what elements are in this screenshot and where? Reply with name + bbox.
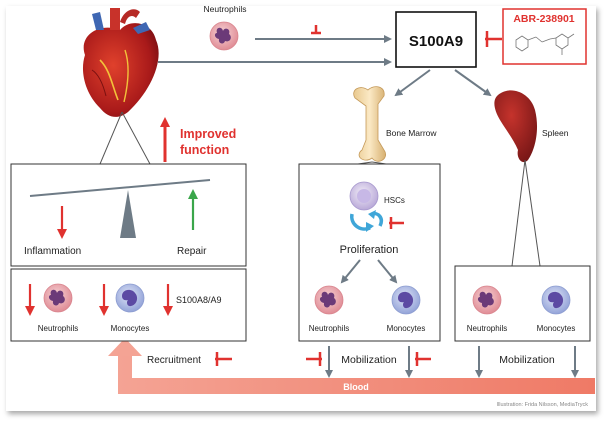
abr-238901-label: ABR-238901 [513, 13, 574, 25]
bm-monocytes-label: Monocytes [387, 324, 426, 333]
heart-cells-panel: S100A8/A9 Neutrophils Monocytes [10, 268, 247, 342]
recruitment-label: Recruitment [147, 355, 201, 366]
hsc-nucleus [357, 189, 371, 203]
bm-monocyte-cell [391, 285, 421, 315]
heart-neutrophil-cell [43, 283, 73, 313]
bm-mobilization-inhibit-left [306, 352, 322, 366]
proliferation-inhibit-mark [389, 217, 404, 229]
abr-238901-box: ABR-238901 [502, 8, 587, 65]
prolif-to-neutrophils-arrow [340, 259, 361, 284]
heart-monocyte-cell [115, 283, 145, 313]
spleen-icon [494, 90, 538, 163]
proliferation-label: Proliferation [340, 244, 399, 256]
prolif-to-monocytes-arrow [377, 259, 398, 284]
heart-neutrophils-label: Neutrophils [38, 324, 78, 333]
s100a8a9-label: S100A8/A9 [176, 295, 222, 305]
s100a9-to-spleen-arrow [454, 69, 492, 97]
repair-label: Repair [177, 246, 207, 257]
function-label: function [180, 143, 229, 157]
bm-mobilization-inhibit-right [415, 352, 431, 366]
neutrophils-inhibit-mark [311, 25, 321, 35]
inhibitor-mark [485, 31, 502, 47]
spleen-neutrophils-label: Neutrophils [467, 324, 507, 333]
bone-icon [353, 86, 386, 162]
spleen-panel: Neutrophils Monocytes [454, 265, 591, 342]
s100a9-box: S100A9 [395, 11, 477, 68]
s100a9-to-bone-arrow [394, 69, 431, 97]
blood-label: Blood [343, 382, 369, 392]
spleen-label: Spleen [542, 128, 569, 138]
spleen-neutrophil-cell [472, 285, 502, 315]
bm-mobilization-label: Mobilization [341, 354, 397, 366]
heart-monocytes-label: Monocytes [111, 324, 150, 333]
bm-neutrophils-label: Neutrophils [309, 324, 349, 333]
improved-label: Improved [180, 127, 236, 141]
spleen-monocyte-cell [541, 285, 571, 315]
top-neutrophil-cell [209, 21, 239, 51]
inflammation-label: Inflammation [24, 246, 81, 257]
spleen-mobilization-label: Mobilization [499, 354, 555, 366]
top-neutrophils-label: Neutrophils [204, 4, 247, 14]
recruitment-inhibit-mark [215, 352, 232, 366]
balance-fulcrum [120, 190, 136, 238]
spleen-monocytes-label: Monocytes [537, 324, 576, 333]
illustration-credit: Illustration: Frida Nilsson, MediaTryck [497, 402, 589, 408]
blood-band: Blood [108, 338, 595, 394]
heart-icon [82, 8, 159, 117]
bone-marrow-label: Bone Marrow [386, 128, 437, 138]
hscs-label: HSCs [384, 196, 405, 205]
s100a9-label: S100A9 [409, 33, 463, 50]
bone-marrow-panel: HSCs Proliferation Neutrophils Monocytes [298, 163, 441, 342]
heart-callout [99, 111, 151, 165]
bm-neutrophil-cell [314, 285, 344, 315]
molecule-structure-icon [515, 33, 575, 55]
proliferation-cycle-icon [350, 210, 384, 232]
spleen-callout [511, 159, 541, 267]
heart-balance-panel: Inflammation Repair [10, 163, 247, 267]
